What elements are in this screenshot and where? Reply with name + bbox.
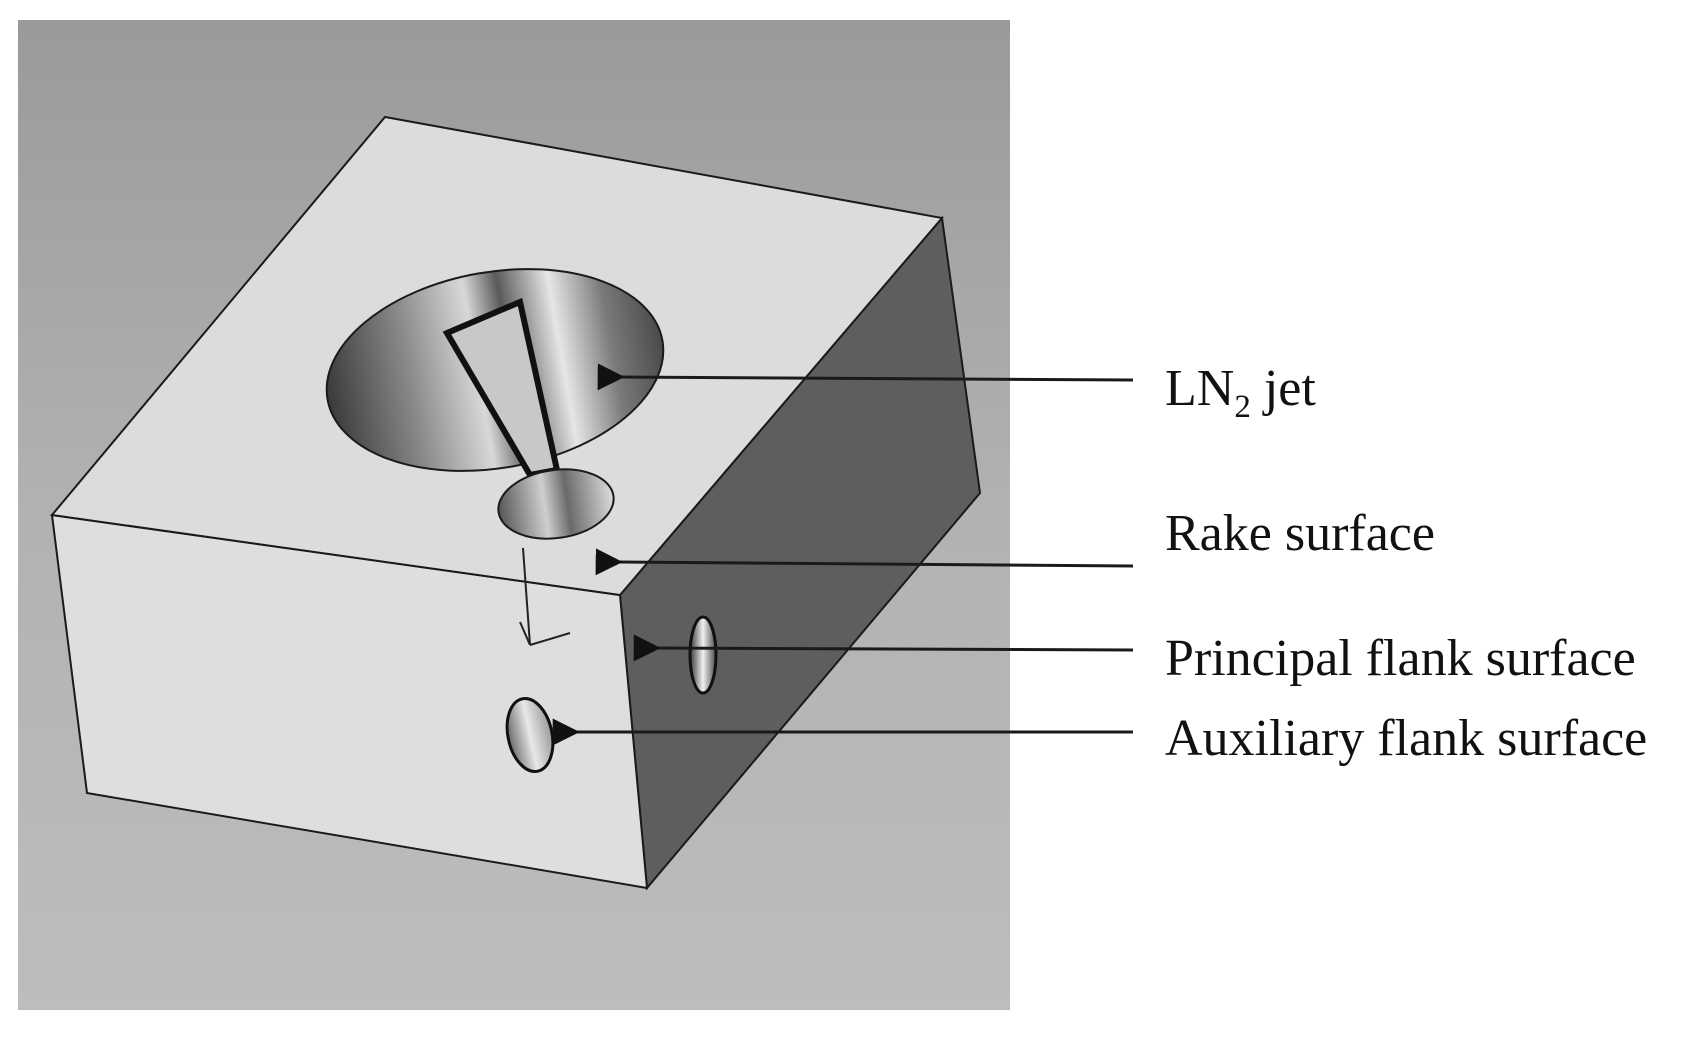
auxiliary-hole bbox=[505, 697, 555, 773]
label-ln2-subscript: 2 bbox=[1234, 389, 1251, 425]
label-principal-flank-surface: Principal flank surface bbox=[1165, 630, 1636, 687]
label-ln2-jet: LN2 jet bbox=[1165, 360, 1316, 425]
leader-principal-flank bbox=[633, 634, 1134, 662]
leader-rake-surface bbox=[595, 548, 1134, 576]
leader-lines bbox=[552, 363, 1134, 746]
side-slot bbox=[688, 615, 718, 695]
leader-ln2-jet bbox=[597, 363, 1134, 391]
label-rake-surface: Rake surface bbox=[1165, 505, 1435, 562]
label-ln2-prefix: LN bbox=[1165, 360, 1234, 417]
axis-marker bbox=[519, 547, 571, 646]
label-ln2-suffix: jet bbox=[1251, 360, 1317, 417]
label-auxiliary-flank-surface: Auxiliary flank surface bbox=[1165, 710, 1647, 767]
small-outlet-hole bbox=[497, 468, 615, 540]
